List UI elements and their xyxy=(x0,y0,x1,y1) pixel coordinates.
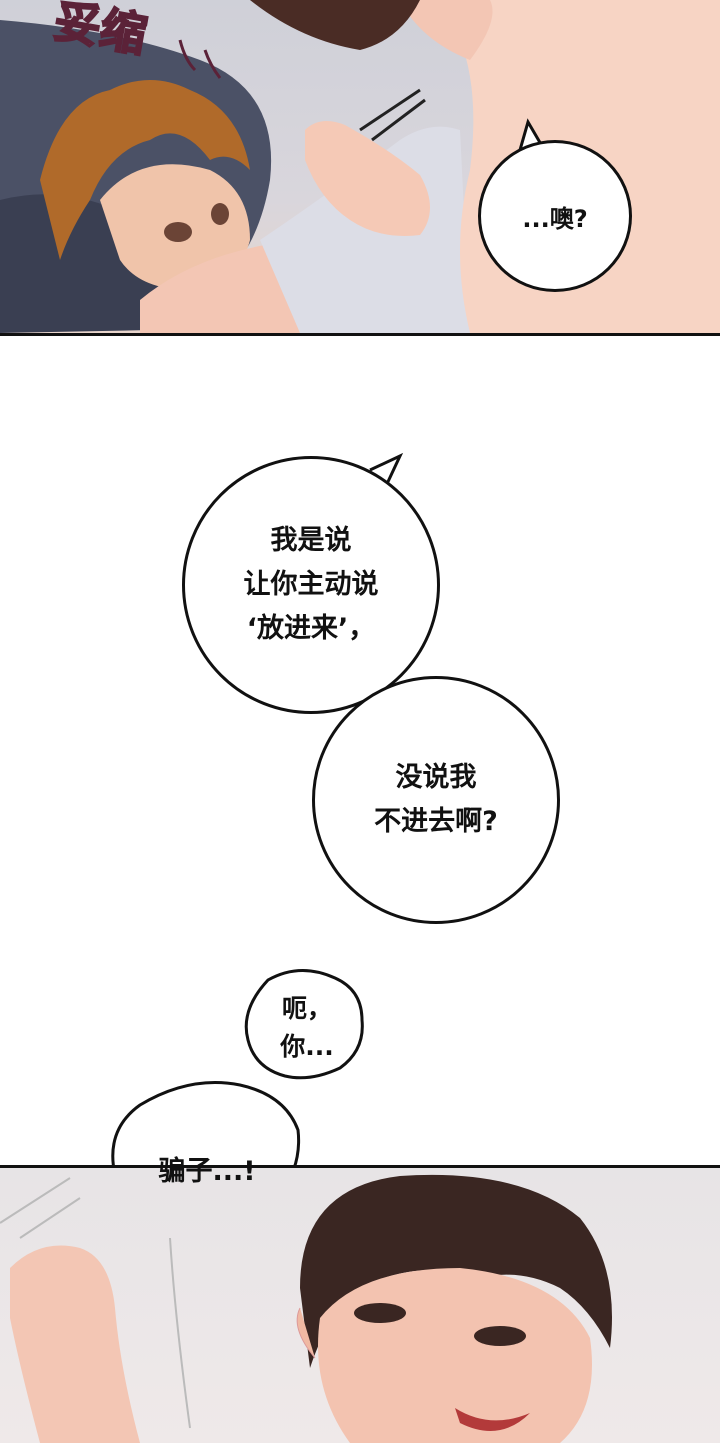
speed-line-2 xyxy=(170,1238,190,1428)
foot-bottom xyxy=(10,1246,140,1443)
speech-bubble-3: 呃， 你... xyxy=(248,976,366,1080)
bubble3-line1: 呃， xyxy=(280,990,334,1028)
man-eye-left xyxy=(354,1303,406,1323)
bubble4-text: 骗子...! xyxy=(158,1149,255,1188)
speech-bubble-4: 骗子...! xyxy=(122,1138,292,1198)
man-face xyxy=(318,1268,592,1443)
man-eye-right xyxy=(474,1326,526,1346)
speed-lines xyxy=(0,1178,80,1238)
bubble3-line2: 你... xyxy=(280,1028,334,1066)
panel-bottom-art xyxy=(0,1168,720,1443)
panel-bottom xyxy=(0,1165,720,1443)
